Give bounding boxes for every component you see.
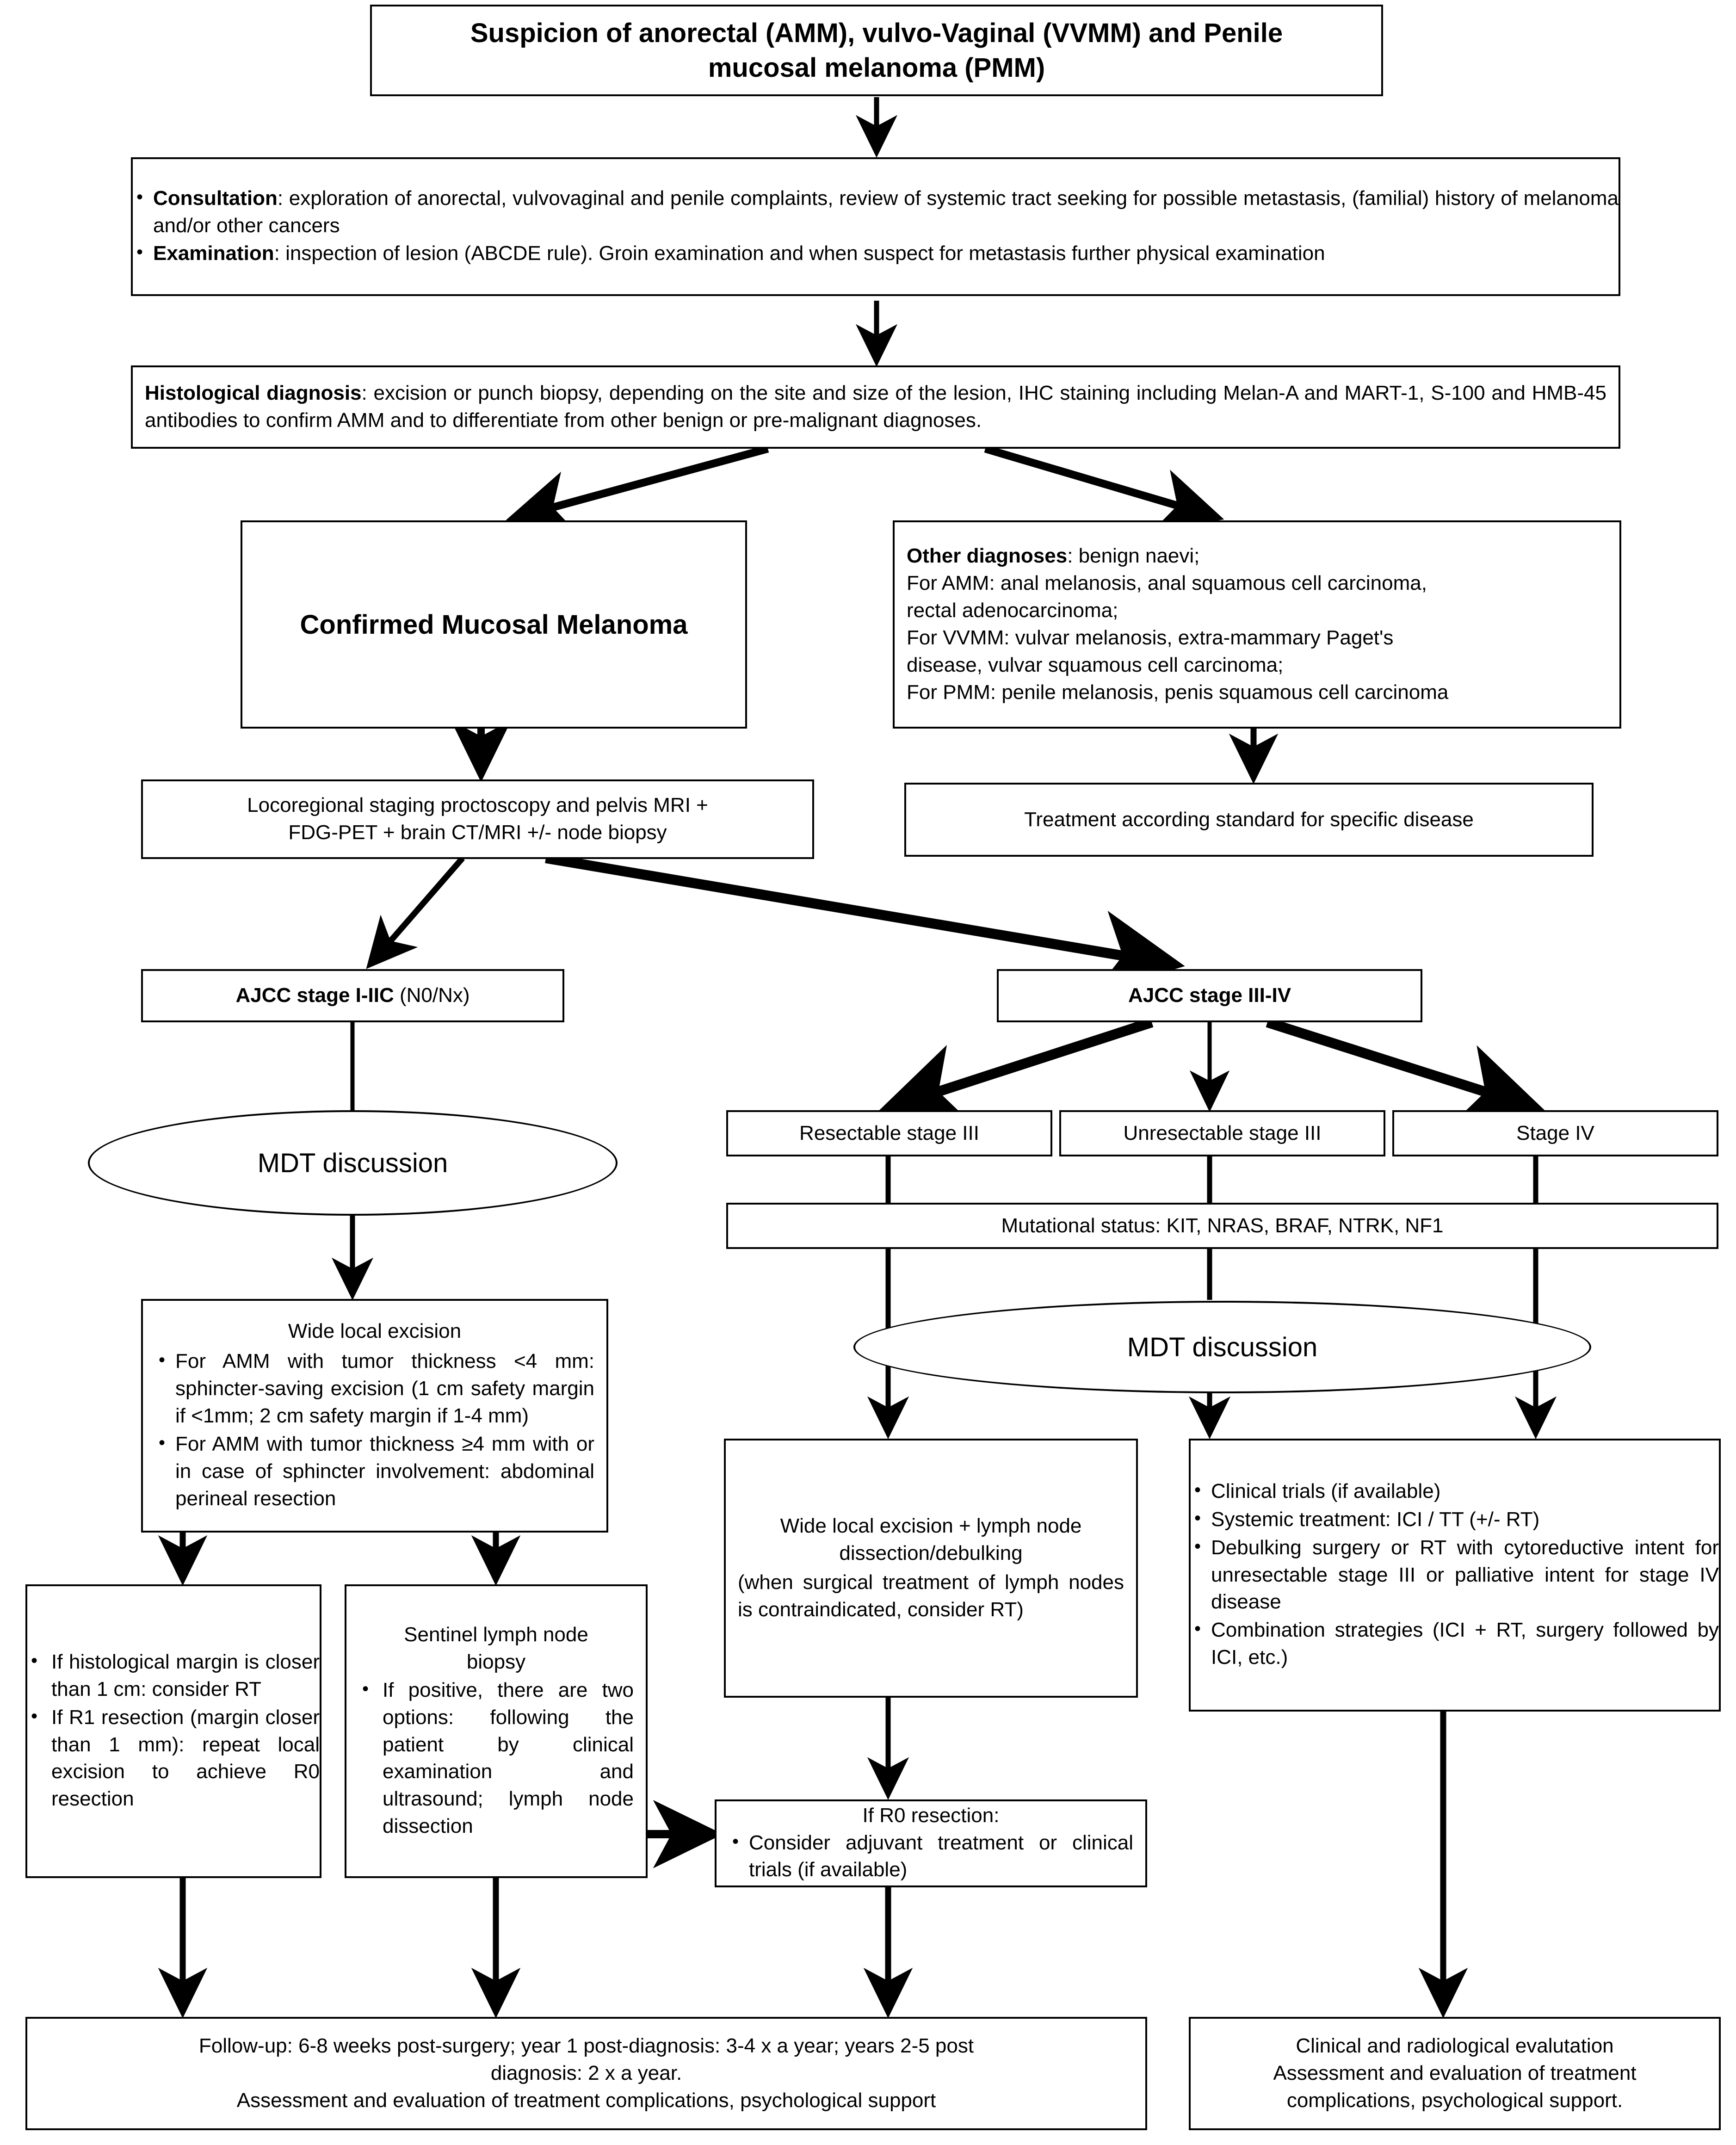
- consultation-label: Consultation: [153, 186, 278, 210]
- histological-content: Histological diagnosis: excision or punc…: [145, 380, 1606, 434]
- edge-locoregional-to-ajcc-early: [366, 856, 465, 969]
- mdt-left-label: MDT discussion: [257, 1148, 448, 1178]
- node-histological-diagnosis: Histological diagnosis: excision or punc…: [131, 365, 1620, 449]
- edge-histological-to-other: [984, 445, 1224, 532]
- systemic-item-3: Combination strategies (ICI + RT, surger…: [1191, 1617, 1719, 1671]
- wle-header: Wide local excision: [288, 1320, 462, 1343]
- node-followup-left: Follow-up: 6-8 weeks post-surgery; year …: [25, 2017, 1147, 2130]
- ajcc-early-plain: (N0/Nx): [394, 984, 470, 1007]
- followup-right-line-1: Clinical and radiological evalutation: [1296, 2034, 1614, 2058]
- node-sentinel-lymph-node-biopsy: Sentinel lymph node biopsy If positive, …: [345, 1584, 648, 1878]
- edge-ajcc-late-to-resectable: [878, 1017, 1154, 1125]
- node-wle-lymph-node-dissection: Wide local excision + lymph node dissect…: [724, 1439, 1138, 1698]
- consultation-text: : exploration of anorectal, vulvovaginal…: [153, 186, 1619, 237]
- other-diagnoses-line-1: For AMM: anal melanosis, anal squamous c…: [907, 572, 1427, 595]
- title-line-1: Suspicion of anorectal (AMM), vulvo-Vagi…: [470, 18, 1283, 48]
- other-diagnoses-line-4: disease, vulvar squamous cell carcinoma;: [907, 653, 1284, 676]
- sentinel-header-line-1: Sentinel lymph node: [404, 1623, 588, 1646]
- sentinel-header-line-2: biopsy: [466, 1650, 526, 1673]
- other-diagnoses-sub: : benign naevi;: [1067, 544, 1200, 568]
- list-item-examination: Examination: inspection of lesion (ABCDE…: [133, 240, 1619, 267]
- examination-text: : inspection of lesion (ABCDE rule). Gro…: [274, 242, 1325, 265]
- wle-list: For AMM with tumor thickness <4 mm: sphi…: [155, 1348, 594, 1513]
- other-diagnoses-line-0: Other diagnoses: benign naevi;: [907, 543, 1607, 570]
- ajcc-early-content: AJCC stage I-IIC (N0/Nx): [155, 982, 550, 1009]
- margin-list: If histological margin is closer than 1 …: [27, 1649, 320, 1814]
- node-resectable-stage-iii: Resectable stage III: [726, 1110, 1052, 1156]
- other-diagnoses-line-5: For PMM: penile melanosis, penis squamou…: [907, 680, 1449, 704]
- locoregional-line-1: Locoregional staging proctoscopy and pel…: [247, 794, 708, 817]
- node-ajcc-stage-late: AJCC stage III-IV: [997, 969, 1422, 1022]
- node-suspicion-title: Suspicion of anorectal (AMM), vulvo-Vagi…: [370, 5, 1383, 96]
- followup-left-line-2: diagnosis: 2 x a year.: [490, 2062, 682, 2085]
- r0-item-0: Consider adjuvant treatment or clinical …: [729, 1830, 1133, 1884]
- wle-item-1: For AMM with tumor thickness ≥4 mm with …: [155, 1431, 594, 1513]
- r0-header: If R0 resection:: [862, 1804, 1000, 1827]
- margin-item-0: If histological margin is closer than 1 …: [27, 1649, 320, 1703]
- edge-histological-to-confirmed: [506, 445, 769, 534]
- node-consultation-examination: Consultation: exploration of anorectal, …: [131, 157, 1620, 296]
- unresectable-label: Unresectable stage III: [1123, 1121, 1322, 1144]
- wle-item-0: For AMM with tumor thickness <4 mm: sphi…: [155, 1348, 594, 1430]
- other-diagnoses-label: Other diagnoses: [907, 544, 1068, 568]
- node-locoregional-staging: Locoregional staging proctoscopy and pel…: [141, 779, 814, 859]
- resectable-label: Resectable stage III: [799, 1121, 979, 1144]
- systemic-item-2: Debulking surgery or RT with cytoreducti…: [1191, 1534, 1719, 1616]
- consultation-list: Consultation: exploration of anorectal, …: [133, 185, 1619, 269]
- edge-locoregional-to-ajcc-late: [545, 853, 1185, 993]
- edge-ajcc-late-to-stageiv: [1266, 1017, 1545, 1125]
- node-ajcc-stage-early: AJCC stage I-IIC (N0/Nx): [141, 969, 564, 1022]
- node-systemic-treatment-options: Clinical trials (if available) Systemic …: [1189, 1439, 1721, 1712]
- node-stage-iv: Stage IV: [1392, 1110, 1718, 1156]
- stage-iv-label: Stage IV: [1516, 1121, 1594, 1144]
- ajcc-early-bold: AJCC stage I-IIC: [235, 984, 394, 1007]
- other-diagnoses-line-2: rectal adenocarcinoma;: [907, 599, 1118, 622]
- wle-lymph-para: (when surgical treatment of lymph nodes …: [738, 1571, 1124, 1621]
- sentinel-list: If positive, there are two options: foll…: [358, 1677, 634, 1841]
- histological-label: Histological diagnosis: [145, 382, 362, 405]
- title-line-2: mucosal melanoma (PMM): [708, 53, 1045, 83]
- node-r0-resection: If R0 resection: Consider adjuvant treat…: [715, 1799, 1147, 1887]
- node-other-diagnoses: Other diagnoses: benign naevi; For AMM: …: [893, 520, 1621, 729]
- node-confirmed-mucosal-melanoma: Confirmed Mucosal Melanoma: [241, 520, 747, 729]
- wle-lymph-line-2: dissection/debulking: [839, 1542, 1023, 1565]
- ajcc-late-label: AJCC stage III-IV: [1128, 984, 1291, 1007]
- other-diagnoses-line-3: For VVMM: vulvar melanosis, extra-mammar…: [907, 626, 1394, 649]
- followup-left-line-3: Assessment and evaluation of treatment c…: [236, 2089, 936, 2112]
- node-followup-right: Clinical and radiological evalutation As…: [1189, 2017, 1721, 2130]
- node-mutational-status: Mutational status: KIT, NRAS, BRAF, NTRK…: [726, 1203, 1718, 1249]
- mdt-right-label: MDT discussion: [1127, 1332, 1318, 1362]
- examination-label: Examination: [153, 242, 274, 265]
- list-item-consultation: Consultation: exploration of anorectal, …: [133, 185, 1619, 240]
- node-standard-treatment: Treatment according standard for specifi…: [904, 783, 1594, 857]
- followup-right-line-2: Assessment and evaluation of treatment: [1273, 2062, 1637, 2085]
- mutational-status-label: Mutational status: KIT, NRAS, BRAF, NTRK…: [1001, 1214, 1444, 1237]
- confirmed-label: Confirmed Mucosal Melanoma: [300, 609, 688, 640]
- followup-right-line-3: complications, psychological support.: [1286, 2089, 1623, 2112]
- systemic-item-0: Clinical trials (if available): [1191, 1478, 1719, 1505]
- locoregional-line-2: FDG-PET + brain CT/MRI +/- node biopsy: [288, 821, 667, 844]
- wle-lymph-line-1: Wide local excision + lymph node: [780, 1514, 1082, 1538]
- r0-list: Consider adjuvant treatment or clinical …: [729, 1830, 1133, 1884]
- sentinel-item-0: If positive, there are two options: foll…: [358, 1677, 634, 1841]
- systemic-list: Clinical trials (if available) Systemic …: [1191, 1478, 1719, 1673]
- node-mdt-discussion-right: MDT discussion: [853, 1301, 1591, 1393]
- node-mdt-discussion-left: MDT discussion: [88, 1110, 618, 1216]
- margin-item-1: If R1 resection (margin closer than 1 mm…: [27, 1704, 320, 1813]
- node-unresectable-stage-iii: Unresectable stage III: [1059, 1110, 1385, 1156]
- node-wide-local-excision: Wide local excision For AMM with tumor t…: [141, 1299, 608, 1533]
- node-margin-resection: If histological margin is closer than 1 …: [25, 1584, 321, 1878]
- histological-text: : excision or punch biopsy, depending on…: [145, 382, 1606, 432]
- systemic-item-1: Systemic treatment: ICI / TT (+/- RT): [1191, 1506, 1719, 1533]
- followup-left-line-1: Follow-up: 6-8 weeks post-surgery; year …: [198, 2034, 974, 2058]
- standard-treatment-label: Treatment according standard for specifi…: [1024, 808, 1474, 831]
